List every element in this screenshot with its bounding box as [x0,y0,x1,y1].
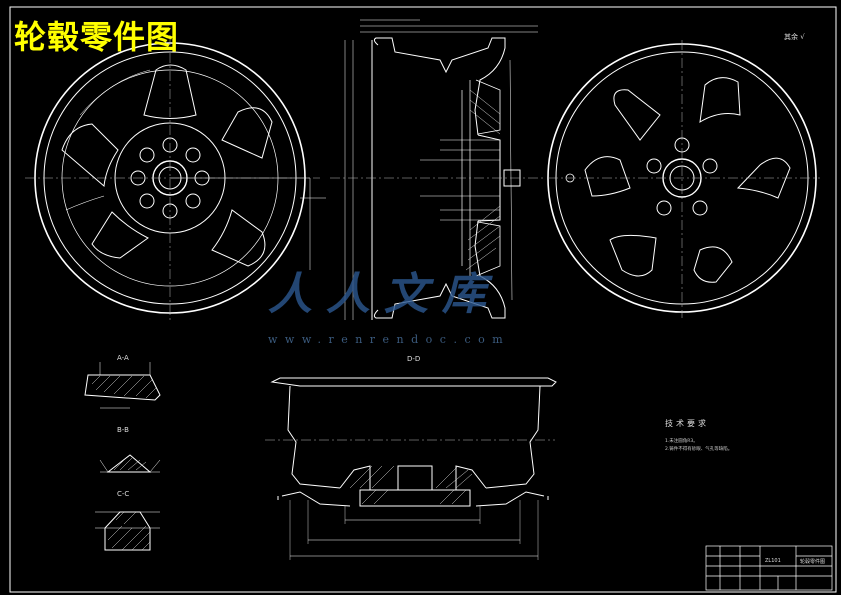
section-label-d: D-D [407,355,421,363]
tech-requirement-item: 2.铸件不得有砂眼、气孔等缺陷。 [665,447,733,452]
section-label-c: C-C [117,490,130,498]
title-block [705,545,833,591]
section-label-a: A-A [117,354,129,362]
wheel-side-section [344,19,538,320]
section-c-c-detail [95,511,160,551]
section-b-b-detail [99,454,161,473]
surface-roughness-note: 其余 √ [784,33,805,41]
watermark-logo-text: 人人文库 [268,269,500,320]
drawing-title: 轮毂零件图 [14,18,180,56]
section-label-b: B-B [117,426,129,434]
title-block-part-name: 轮毂零件图 [800,559,826,565]
title-block-material: ZL101 [765,558,781,564]
section-d-d-view [265,377,557,560]
section-a-a-detail [84,362,161,409]
watermark-url: www.renrendoc.com [268,333,511,346]
tech-requirements-title: 技术要求 [665,419,709,428]
tech-requirement-item: 1.未注圆角R3。 [665,439,698,444]
drawing-frame [9,6,837,593]
